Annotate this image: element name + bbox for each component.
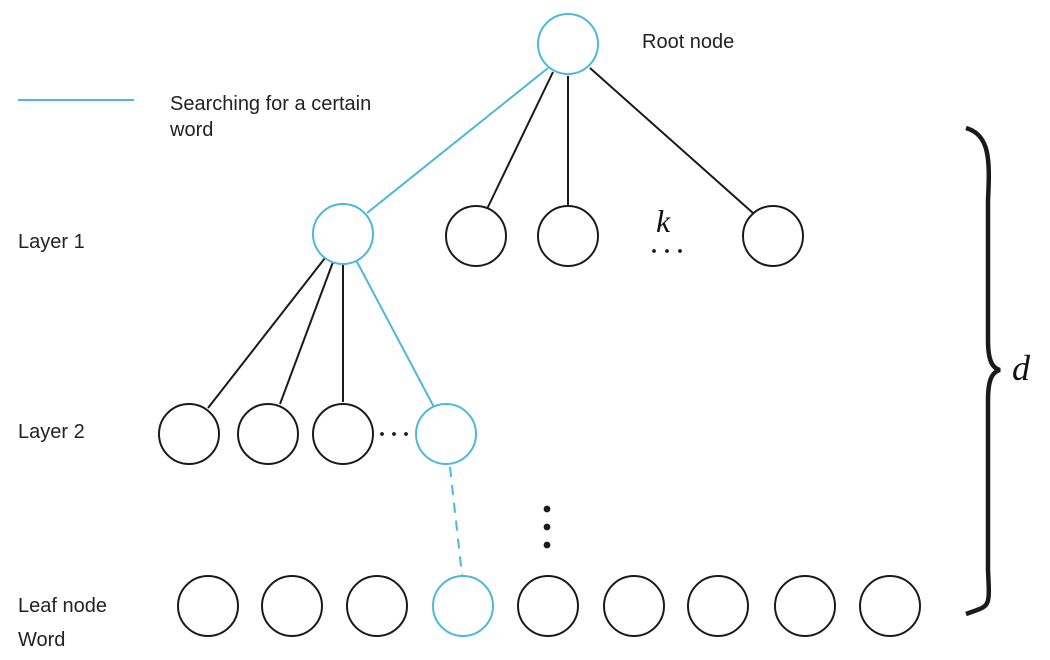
ellipsis-layer1 bbox=[652, 249, 682, 253]
layer2-node bbox=[415, 403, 477, 465]
edge-root-to-layer1-node-1 bbox=[366, 67, 549, 214]
layer2-node bbox=[237, 403, 299, 465]
leaf-node-label: Leaf node bbox=[18, 595, 107, 617]
legend-label-line1: Searching for a certain bbox=[170, 93, 371, 115]
leaf-node bbox=[177, 575, 239, 637]
edge-layer2-to-leaf-dashed bbox=[449, 466, 463, 576]
word-label: Word bbox=[18, 629, 65, 651]
root-node bbox=[537, 13, 599, 75]
layer2-node bbox=[158, 403, 220, 465]
leaf-node bbox=[517, 575, 579, 637]
edge-layer1-node-1-to-layer2-node-1 bbox=[207, 257, 326, 409]
root-node-label: Root node bbox=[642, 31, 734, 53]
leaf-node bbox=[432, 575, 494, 637]
leaf-node bbox=[346, 575, 408, 637]
layer1-node bbox=[445, 205, 507, 267]
ellipsis-layer2 bbox=[380, 432, 408, 436]
leaf-node bbox=[774, 575, 836, 637]
depth-brace bbox=[965, 125, 1001, 617]
layer1-node bbox=[742, 205, 804, 267]
layer1-node bbox=[312, 203, 374, 265]
layer2-label: Layer 2 bbox=[18, 421, 85, 443]
depth-d: d bbox=[1012, 348, 1031, 388]
legend-label-line2: word bbox=[169, 119, 213, 141]
layer1-label: Layer 1 bbox=[18, 231, 85, 253]
branching-factor-k: k bbox=[656, 203, 671, 239]
leaf-node bbox=[687, 575, 749, 637]
leaf-node bbox=[603, 575, 665, 637]
leaf-node bbox=[261, 575, 323, 637]
layer2-node bbox=[312, 403, 374, 465]
edge-root-to-layer1-node-4 bbox=[589, 67, 754, 214]
layer1-node bbox=[537, 205, 599, 267]
edge-root-to-layer1-node-2 bbox=[486, 71, 554, 210]
edge-layer1-node-1-to-layer2-node-4 bbox=[355, 259, 436, 410]
edge-layer1-node-1-to-layer2-node-2 bbox=[279, 261, 334, 405]
leaf-node bbox=[859, 575, 921, 637]
ellipsis-vertical bbox=[543, 505, 551, 549]
